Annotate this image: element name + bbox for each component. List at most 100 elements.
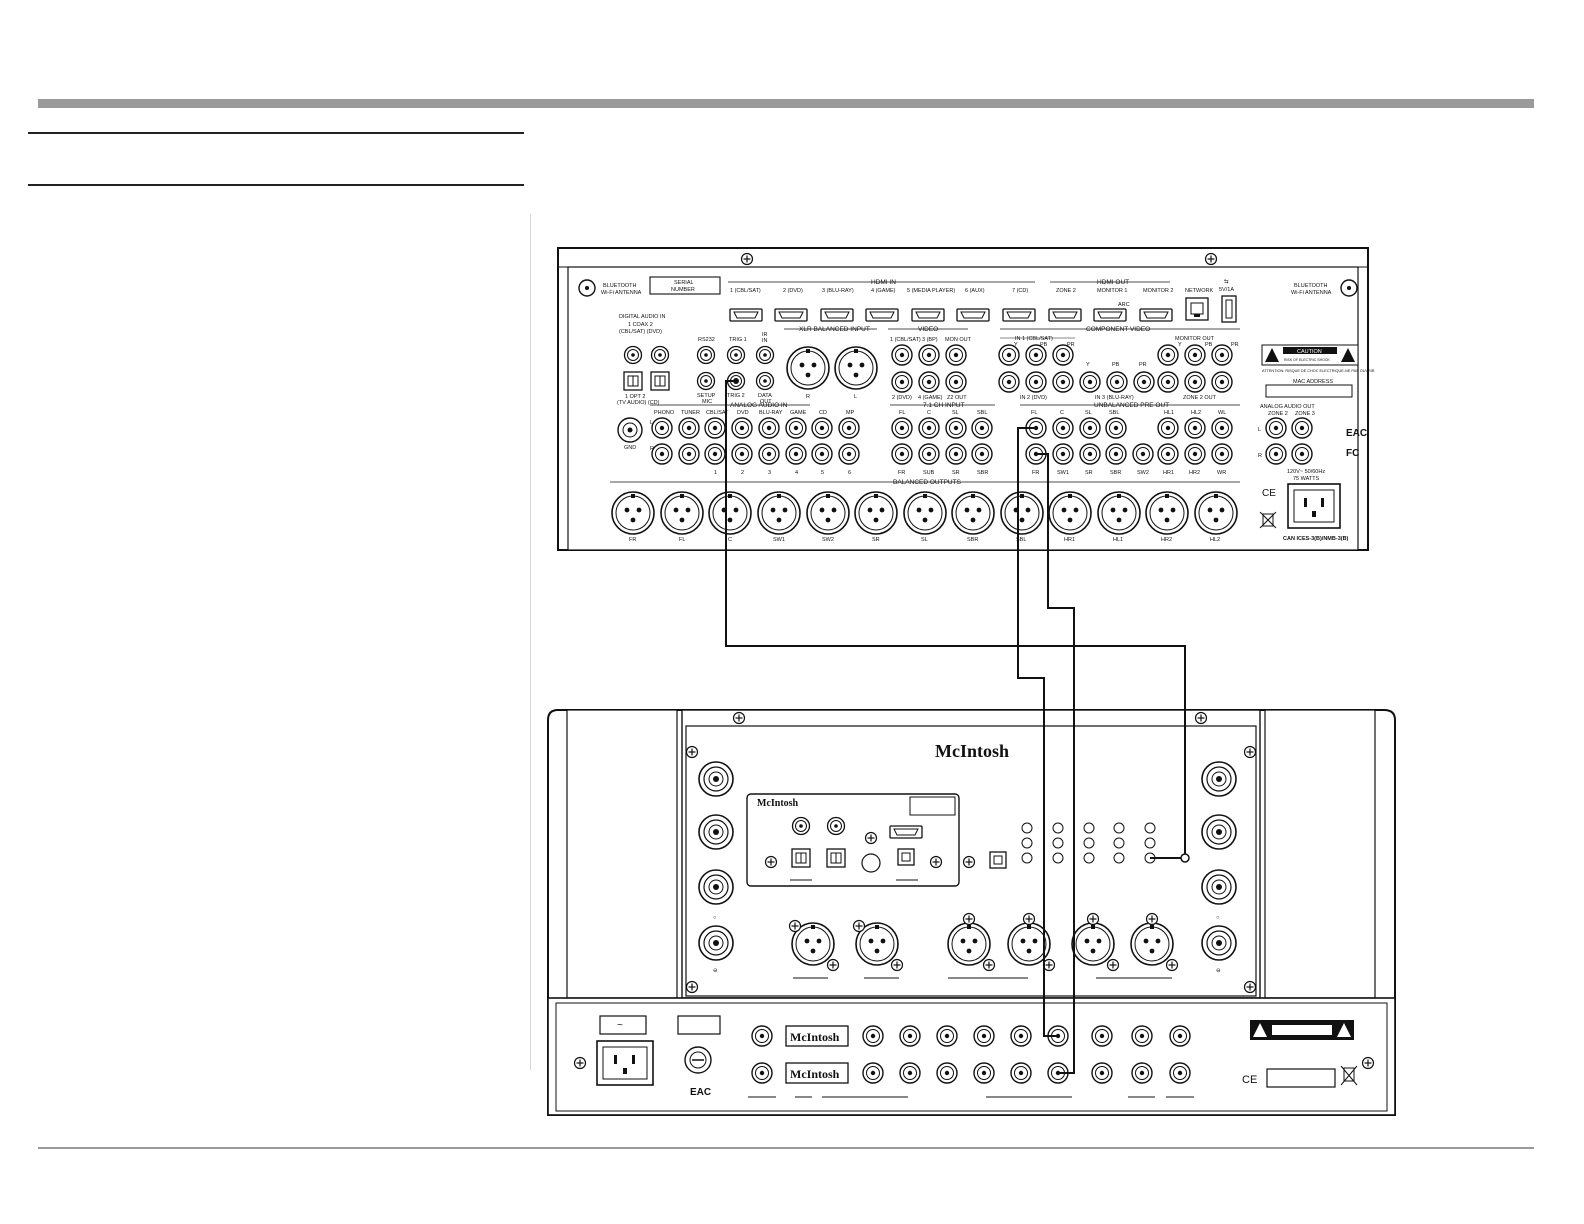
trig1-label: TRIG 1 [729, 337, 747, 343]
caution-label: CAUTION RISK OF ELECTRIC SHOCK [1261, 344, 1359, 366]
svg-text:HL1: HL1 [1113, 537, 1123, 543]
svg-text:2: 2 [741, 470, 744, 476]
svg-text:Y: Y [1086, 362, 1090, 368]
svg-text:6: 6 [848, 470, 851, 476]
svg-text:5: 5 [821, 470, 824, 476]
svg-text:HR2: HR2 [1189, 470, 1200, 476]
chassis-screw-icon [740, 252, 754, 266]
antenna-right-connector [1340, 279, 1358, 297]
svg-text:C: C [1060, 410, 1064, 416]
digital-input-card: McIntosh [746, 793, 960, 887]
fr-audio-cable [1036, 453, 1075, 1074]
coax-1-jack [623, 345, 643, 365]
svg-text:L: L [1258, 427, 1261, 433]
column-divider [530, 214, 531, 1070]
xlr-r-label: R [806, 394, 810, 400]
component-video-title: COMPONENT VIDEO [1086, 326, 1150, 333]
svg-text:R: R [1258, 453, 1262, 459]
serial-number-label2: NUMBER [671, 287, 695, 293]
ir-in-jack [755, 345, 775, 365]
svg-text:BLU-RAY: BLU-RAY [759, 410, 783, 416]
hdmi-out-title: HDMI OUT [1097, 279, 1129, 286]
svg-text:FR: FR [1032, 470, 1039, 476]
amp-xlr-inputs [788, 912, 1179, 979]
svg-text:HR2: HR2 [1161, 537, 1172, 543]
svg-text:PR: PR [1231, 342, 1239, 348]
fl-audio-cable [1017, 427, 1058, 1037]
hdmi-out-zone2: ZONE 2 [1056, 288, 1076, 294]
svg-text:CAUTION: CAUTION [1297, 349, 1322, 355]
antenna-right-text2: Wi-Fi ANTENNA [1291, 290, 1332, 296]
hdmi-out-row [1048, 308, 1173, 322]
mcintosh-badge-bottom: McIntosh [785, 1062, 849, 1084]
xlr-input-r [786, 346, 830, 390]
analog-audio-out-label: ANALOG AUDIO OUT [1260, 404, 1315, 410]
svg-text:CD: CD [819, 410, 827, 416]
svg-text:PR: PR [1139, 362, 1147, 368]
coax-sub: (CBL/SAT) (DVD) [619, 329, 662, 335]
weee-icon [1259, 511, 1277, 529]
xlr-input-title: XLR BALANCED INPUT [799, 326, 870, 333]
gnd-label: GND [624, 445, 636, 451]
xlr-l-label: L [854, 394, 857, 400]
svg-text:DVD: DVD [737, 410, 749, 416]
section-rule-bottom [28, 184, 524, 186]
svg-text:SBL: SBL [1109, 410, 1119, 416]
power-section: ~ EAC [596, 1015, 721, 1098]
ce-mark: CE [1262, 488, 1276, 499]
svg-text:3: 3 [768, 470, 771, 476]
video-label-3: 3 (BP) [922, 337, 938, 343]
svg-text:FL: FL [1031, 410, 1037, 416]
svg-text:○: ○ [1216, 915, 1219, 921]
svg-text:SL: SL [1085, 410, 1092, 416]
svg-text:SL: SL [952, 410, 959, 416]
svg-text:McIntosh: McIntosh [757, 798, 799, 809]
svg-text:SR: SR [1085, 470, 1093, 476]
svg-text:FR: FR [898, 470, 905, 476]
section-rule-top [28, 132, 524, 134]
setup-mic-jack [696, 371, 716, 391]
usb-b-port-icon [989, 851, 1007, 869]
svg-text:HR1: HR1 [1064, 537, 1075, 543]
ac-inlet-icon [1287, 483, 1341, 529]
xlr-input-l [834, 346, 878, 390]
video-label-4: 4 (GAME) [918, 395, 943, 401]
usb-screw-icon [962, 855, 976, 869]
svg-text:PB: PB [1205, 342, 1213, 348]
monitor-out-label: MONITOR OUT [1175, 336, 1215, 342]
svg-text:PB: PB [1040, 342, 1048, 348]
opt-sub: (TV AUDIO) (CD) [617, 400, 660, 406]
svg-text:HL2: HL2 [1210, 537, 1220, 543]
fc-mark: FC [1346, 448, 1359, 459]
video-label-1: 1 (CBL/SAT) [890, 337, 921, 343]
setup-mic-label: SETUP [697, 393, 716, 399]
svg-text:HL1: HL1 [1164, 410, 1174, 416]
unbalanced-pre-out-title: UNBALANCED PRE OUT [1094, 402, 1169, 409]
power-rating2: 75 WATTS [1293, 476, 1320, 482]
ir-in-label: IR [762, 332, 768, 338]
usb-icon: ⇆ [1224, 278, 1229, 285]
svg-text:SBR: SBR [977, 470, 988, 476]
in1-label: IN 1 (CBL/SAT) [1015, 336, 1053, 342]
optical-1-port [623, 371, 643, 391]
video-label-2: 2 (DVD) [892, 395, 912, 401]
svg-text:4 (GAME): 4 (GAME) [871, 288, 896, 294]
cable-plugs [733, 378, 1190, 863]
hdmi-out-monitor2: MONITOR 2 [1143, 288, 1173, 294]
opt-label: 1 OPT 2 [625, 394, 645, 400]
svg-text:McIntosh: McIntosh [790, 1030, 840, 1044]
hdmi-in-title: HDMI IN [871, 279, 896, 286]
svg-text:CBL/SAT: CBL/SAT [706, 410, 729, 416]
svg-text:PR: PR [1067, 342, 1075, 348]
svg-text:RISK OF ELECTRIC SHOCK: RISK OF ELECTRIC SHOCK [1284, 358, 1330, 362]
small-jack-grid [1021, 822, 1156, 864]
svg-text:MP: MP [846, 410, 855, 416]
chassis-screw-icon [1204, 252, 1218, 266]
mcintosh-badge-top: McIntosh [785, 1025, 849, 1047]
zone2-out-label: ZONE 2 OUT [1183, 395, 1217, 401]
amp-screw-icon [732, 711, 746, 725]
in2-label: IN 2 (DVD) [1020, 395, 1047, 401]
svg-text:WR: WR [1217, 470, 1226, 476]
